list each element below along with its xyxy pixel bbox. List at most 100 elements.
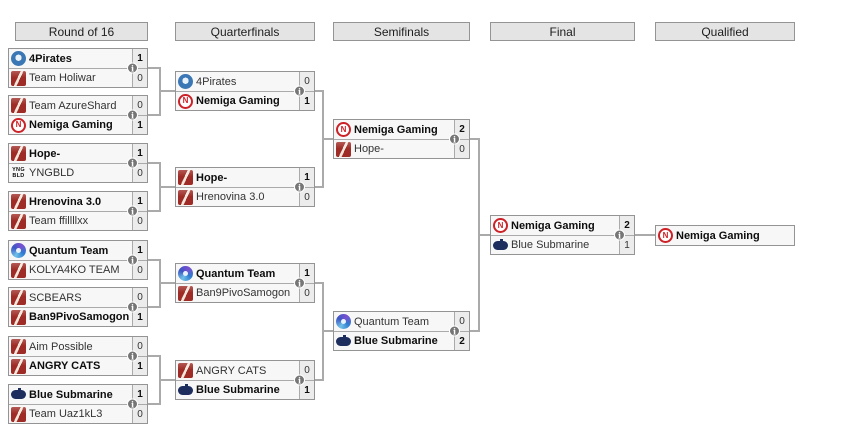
team-row[interactable]: YNGBLD 0 (9, 163, 147, 182)
team-row[interactable]: Nemiga Gaming (656, 226, 794, 245)
team-name: Hope- (354, 143, 384, 155)
team-row[interactable]: Quantum Team 0 (334, 312, 469, 331)
connector-line (315, 379, 322, 381)
connector-line (315, 282, 322, 284)
match-info-icon[interactable] (127, 301, 138, 313)
match-info-icon[interactable] (294, 277, 305, 289)
match-r16-1: 4Pirates 1 Team Holiwar 0 (8, 48, 148, 88)
team-score: 1 (619, 236, 634, 254)
team-row[interactable]: Team AzureShard 0 (9, 96, 147, 115)
match-info-icon[interactable] (294, 85, 305, 97)
connector-line (148, 114, 161, 116)
team-row[interactable]: Hope- 1 (9, 144, 147, 163)
connector-line (322, 330, 333, 332)
team-logo-icon (11, 309, 26, 325)
team-row[interactable]: Hope- 0 (334, 139, 469, 158)
connector-line (470, 138, 478, 140)
team-row[interactable]: Blue Submarine 1 (9, 385, 147, 404)
team-logo-icon (11, 70, 26, 86)
team-row[interactable]: Nemiga Gaming 1 (176, 91, 314, 110)
qualified-box: Nemiga Gaming (655, 225, 795, 246)
team-logo-icon (11, 146, 26, 161)
match-info-icon[interactable] (449, 133, 460, 145)
team-row[interactable]: Blue Submarine 1 (491, 235, 634, 254)
team-score: 0 (132, 69, 147, 87)
match-info-icon[interactable] (127, 254, 138, 266)
team-row[interactable]: Aim Possible 0 (9, 337, 147, 356)
team-row[interactable]: Ban9PivoSamogon 1 (9, 307, 147, 326)
team-score: 0 (299, 284, 314, 302)
connector-line (322, 138, 333, 140)
match-info-icon[interactable] (127, 62, 138, 74)
match-info-icon[interactable] (294, 181, 305, 193)
team-row[interactable]: Quantum Team 1 (176, 264, 314, 283)
team-row[interactable]: 4Pirates 1 (9, 49, 147, 68)
team-logo-icon (11, 339, 26, 354)
team-row[interactable]: Nemiga Gaming 1 (9, 115, 147, 134)
team-logo-icon (11, 117, 26, 133)
team-row[interactable]: Hrenovina 3.0 0 (176, 187, 314, 206)
team-name: Hrenovina 3.0 (29, 195, 102, 208)
team-row[interactable]: Blue Submarine 2 (334, 331, 469, 350)
team-name: KOLYA4KO TEAM (29, 264, 120, 276)
team-row[interactable]: Hope- 1 (176, 168, 314, 187)
header-qualified: Qualified (655, 22, 795, 41)
team-row[interactable]: Team Uaz1kL3 0 (9, 404, 147, 423)
team-row[interactable]: Nemiga Gaming 2 (334, 120, 469, 139)
header-quarterfinals: Quarterfinals (175, 22, 315, 41)
connector-line (159, 90, 175, 92)
team-name: Nemiga Gaming (29, 119, 113, 131)
team-name: Team ffillllxx (29, 215, 89, 227)
team-logo-icon (336, 122, 351, 137)
match-final: Nemiga Gaming 2 Blue Submarine 1 (490, 215, 635, 255)
connector-line (159, 379, 175, 381)
team-row[interactable]: Hrenovina 3.0 1 (9, 192, 147, 211)
match-r16-5: Quantum Team 1 KOLYA4KO TEAM 0 (8, 240, 148, 280)
connector-line (159, 186, 175, 188)
team-score: 0 (454, 140, 469, 158)
team-name: SCBEARS (29, 291, 82, 304)
team-logo-icon (11, 194, 26, 209)
team-row[interactable]: Team Holiwar 0 (9, 68, 147, 87)
match-r16-3: Hope- 1 YNGBLD 0 (8, 143, 148, 183)
team-name: YNGBLD (29, 167, 75, 179)
team-row[interactable]: ANGRY CATS 0 (176, 361, 314, 380)
team-logo-icon (178, 285, 193, 301)
match-sf-2: Quantum Team 0 Blue Submarine 2 (333, 311, 470, 351)
connector-line (478, 234, 490, 236)
connector-line (148, 403, 161, 405)
match-info-icon[interactable] (614, 229, 625, 241)
match-info-icon[interactable] (127, 157, 138, 169)
team-name: Quantum Team (354, 315, 430, 328)
match-info-icon[interactable] (127, 205, 138, 217)
team-name: ANGRY CATS (196, 364, 267, 377)
team-logo-icon (11, 213, 26, 229)
team-row[interactable]: SCBEARS 0 (9, 288, 147, 307)
team-row[interactable]: Blue Submarine 1 (176, 380, 314, 399)
match-info-icon[interactable] (294, 374, 305, 386)
team-row[interactable]: Nemiga Gaming 2 (491, 216, 634, 235)
team-name: 4Pirates (196, 75, 237, 88)
connector-line (148, 306, 161, 308)
match-info-icon[interactable] (449, 325, 460, 337)
header-semifinals: Semifinals (333, 22, 470, 41)
team-row[interactable]: Team ffillllxx 0 (9, 211, 147, 230)
team-row[interactable]: ANGRY CATS 1 (9, 356, 147, 375)
team-row[interactable]: 4Pirates 0 (176, 72, 314, 91)
team-name: Nemiga Gaming (511, 219, 595, 232)
team-logo-icon (11, 358, 26, 374)
team-name: Ban9PivoSamogon (29, 311, 130, 323)
team-score: 1 (132, 357, 147, 375)
match-info-icon[interactable] (127, 109, 138, 121)
team-logo-icon (493, 238, 508, 253)
team-row[interactable]: KOLYA4KO TEAM 0 (9, 260, 147, 279)
team-name: 4Pirates (29, 52, 72, 65)
team-row[interactable]: Ban9PivoSamogon 0 (176, 283, 314, 302)
connector-line (148, 162, 161, 164)
match-info-icon[interactable] (127, 398, 138, 410)
team-score: 0 (132, 261, 147, 279)
match-info-icon[interactable] (127, 350, 138, 362)
match-r16-4: Hrenovina 3.0 1 Team ffillllxx 0 (8, 191, 148, 231)
team-row[interactable]: Quantum Team 1 (9, 241, 147, 260)
team-name: Nemiga Gaming (676, 229, 760, 242)
